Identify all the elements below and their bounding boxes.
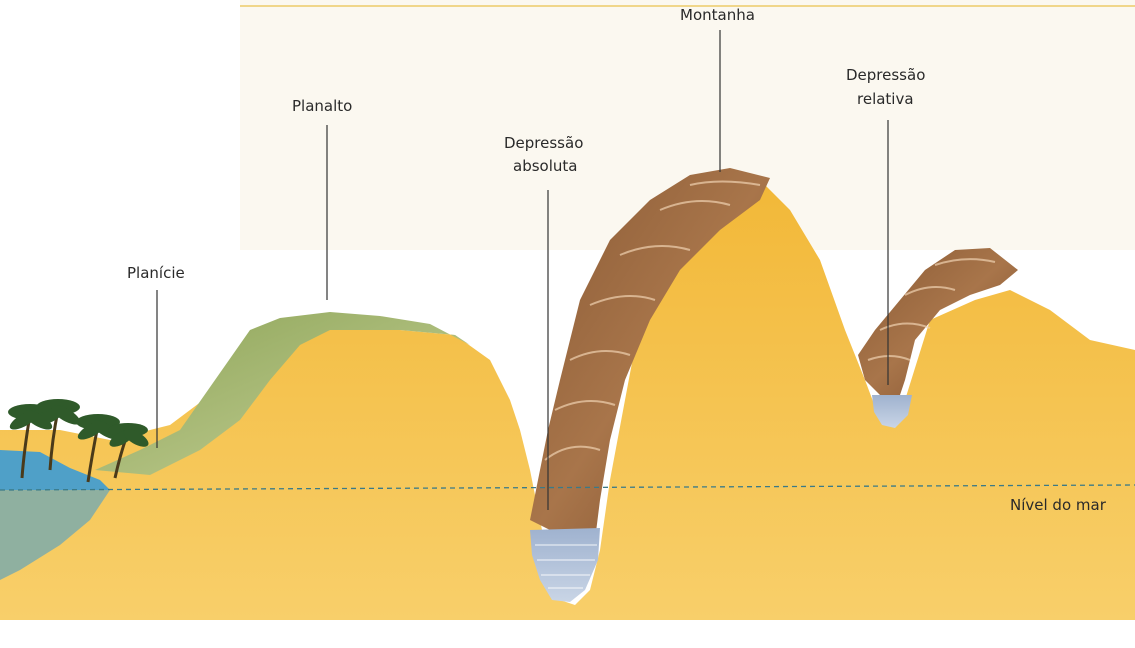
depressao-relativa-label-line2: relativa [857, 90, 914, 109]
planalto-label: Planalto [292, 97, 352, 116]
planicie-label: Planície [127, 264, 185, 283]
depressao-absoluta-label-line1: Depressão [504, 134, 583, 153]
depressao-absoluta-label-line2: absoluta [513, 157, 577, 176]
montanha-label: Montanha [680, 6, 755, 25]
depressao-relativa-label-line1: Depressão [846, 66, 925, 85]
nivel-do-mar-label: Nível do mar [1010, 496, 1106, 515]
